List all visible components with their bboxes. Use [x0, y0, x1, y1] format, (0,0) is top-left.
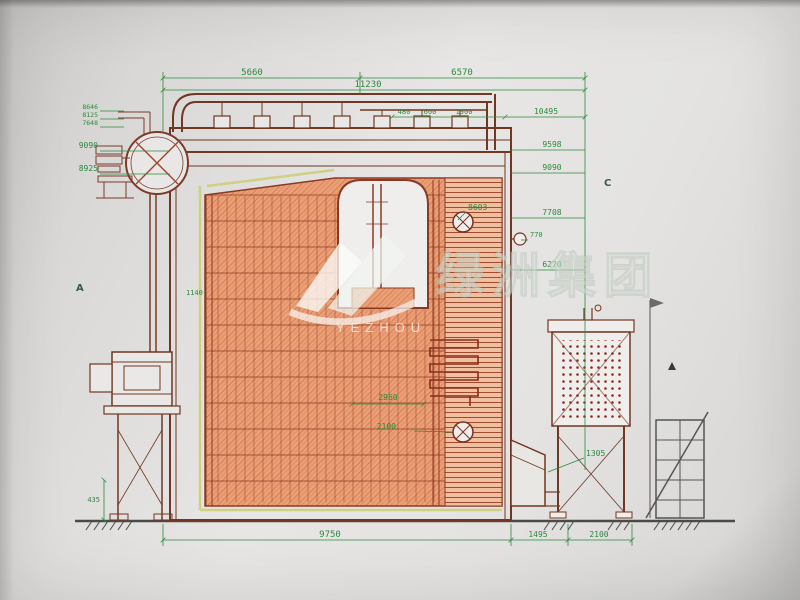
dim-770: 770: [530, 231, 543, 239]
dim-2960: 2960: [378, 393, 397, 402]
access-stairs: [645, 411, 709, 519]
dim-2100-bottom: 2100: [589, 530, 608, 539]
dim-8646: 8646: [82, 103, 98, 111]
dim-600: 600: [424, 108, 437, 116]
dim-7648: 7648: [82, 119, 98, 127]
dim-1900: 1900: [456, 108, 473, 116]
economizer-legs: [549, 426, 633, 519]
dim-7708: 7708: [542, 208, 561, 217]
dim-8925: 8925: [79, 164, 98, 173]
dim-total-width: 11230: [354, 80, 381, 90]
manhole-top: [452, 211, 474, 233]
top-steam-pipe: [172, 93, 496, 150]
watermark: 绿洲集团 YEZHOU: [288, 234, 660, 335]
economizer: [547, 304, 635, 519]
section-label-a: A: [76, 283, 84, 294]
dim-top-right: 6570: [451, 68, 473, 78]
dim-1305: 1305: [586, 449, 605, 458]
dim-1495: 1495: [528, 530, 547, 539]
dim-8603: 8603: [468, 203, 487, 212]
burner-assembly: [89, 351, 181, 521]
watermark-chevron-right: [328, 234, 406, 316]
manhole-bottom: [452, 421, 474, 443]
convection-tube-bank: [444, 177, 503, 507]
dim-9598: 9598: [542, 140, 561, 149]
ground-line: [75, 519, 735, 531]
dim-9090-right: 9090: [542, 163, 561, 172]
dim-435: 435: [87, 496, 100, 504]
dimension-layer: [100, 72, 635, 546]
watermark-text-en: YEZHOU: [336, 320, 426, 335]
dim-1140: 1140: [186, 289, 203, 297]
dim-8125: 8125: [82, 111, 98, 119]
roof-header-boxes: [213, 115, 469, 129]
level-pole: [649, 298, 676, 518]
dim-480: 480: [398, 108, 411, 116]
dim-9750: 9750: [319, 530, 341, 540]
feedwater-valve-stack: [95, 145, 134, 199]
watermark-text-cn: 绿洲集团: [436, 248, 660, 304]
downcomer-pipe: [149, 194, 157, 352]
burner-support-columns: [109, 414, 173, 521]
dim-9090-left: 9090: [79, 141, 98, 150]
dim-6270: 6270: [542, 260, 561, 269]
insulation-liner: [198, 168, 502, 512]
superheater-coil: [429, 339, 479, 406]
section-label-c: C: [604, 178, 611, 189]
ash-hopper-duct: [510, 438, 560, 507]
dim-10495: 10495: [534, 107, 558, 116]
watermark-swoosh: [288, 298, 418, 326]
dimension-labels: 5660 6570 11230 480 600 1900 10495 9598 …: [76, 68, 611, 540]
datum-triangle-marker: [668, 362, 676, 370]
pole-flag: [650, 298, 664, 308]
steam-drum: [95, 111, 189, 352]
dim-top-left: 5660: [241, 68, 263, 78]
watermark-chevron-left: [296, 242, 362, 312]
dim-2100-inner: 2100: [377, 422, 396, 431]
side-nozzle: [511, 232, 527, 246]
